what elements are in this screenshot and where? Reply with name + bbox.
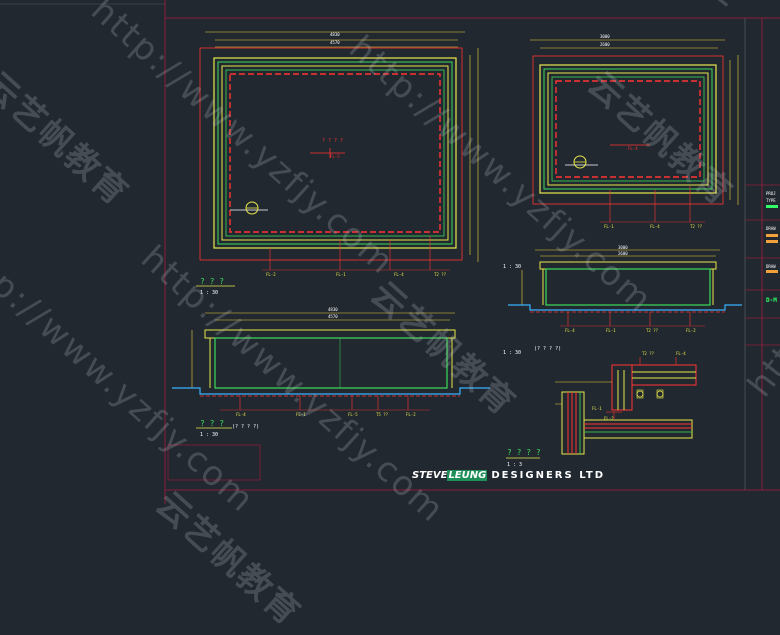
title-block: PROJ TYPE DRAW DRAW D-M <box>745 184 780 346</box>
callout-label: FL-4 <box>236 412 246 417</box>
view-scale: 1 : 30 <box>503 350 521 356</box>
dimension-label: 2600 <box>618 251 628 256</box>
callout-label: FL-4 <box>650 224 660 229</box>
callout-label: T2 ?? <box>646 328 659 333</box>
plan-center-label: ? ? ? ? <box>322 138 343 144</box>
dimension-label: 4570 <box>328 314 338 319</box>
view-scale: 1 : 3 <box>507 462 522 468</box>
callout-label: T2 ?? <box>690 224 703 229</box>
callout-label: FL-5 <box>348 412 358 417</box>
title-block-item: DRAW <box>766 226 776 231</box>
view-title: ? ? ? <box>200 419 224 428</box>
view-note: (? ? ? ?) <box>534 346 561 352</box>
view-scale: 1 : 30 <box>200 290 218 296</box>
callout-label: FL-1 <box>336 272 346 277</box>
callout-label: FL-1 <box>296 412 306 417</box>
plan-a <box>196 31 479 287</box>
title-block-item: DRAW <box>766 264 776 269</box>
view-note: (? ? ? ?) <box>232 424 259 430</box>
callout-label: FL-1 <box>592 406 602 411</box>
brand-part-2: LEUNG <box>447 470 488 481</box>
plan-b <box>530 39 739 223</box>
plan-center-tag: FL-4 <box>628 146 638 151</box>
callout-label: FL-4 <box>676 351 686 356</box>
view-title: ? ? ? <box>200 277 224 286</box>
dimension-label: 4830 <box>328 307 338 312</box>
title-block-item: TYPE <box>766 198 776 203</box>
cad-drawing-canvas: PROJ TYPE DRAW DRAW D-M <box>0 0 780 504</box>
callout-label: FL-1 <box>606 328 616 333</box>
callout-label: FL-2 <box>266 272 276 277</box>
dimension-label: 4830 <box>330 32 340 37</box>
callout-label: FL-2 <box>686 328 696 333</box>
callout-label: FL-4 <box>565 328 575 333</box>
dimension-label: 4570 <box>330 40 340 45</box>
callout-label: FL-2 <box>604 416 614 421</box>
detail-view <box>506 357 697 459</box>
callout-label: FL-2 <box>406 412 416 417</box>
brand-part-1: STEVE <box>412 470 448 481</box>
callout-label: T2 ?? <box>434 272 447 277</box>
dimension-label: 3000 <box>600 34 610 39</box>
dimension-label: 2600 <box>600 42 610 47</box>
title-block-item: D-M <box>766 297 777 304</box>
brand-part-3: DESIGNERS LTD <box>491 470 606 481</box>
section-a <box>167 312 490 481</box>
callout-label: T2 ?? <box>642 351 655 356</box>
callout-label: FL-4 <box>394 272 404 277</box>
view-title: ? ? ? ? <box>507 448 541 457</box>
view-scale: 1 : 30 <box>200 432 218 438</box>
callout-label: T5 ?? <box>376 412 389 417</box>
callout-label: FL-1 <box>604 224 614 229</box>
drawing-frame <box>0 0 780 504</box>
title-block-item: PROJ <box>766 191 776 196</box>
dimension-label: 3000 <box>618 245 628 250</box>
plan-center-tag: FL-5 <box>330 154 340 159</box>
view-scale: 1 : 30 <box>503 264 521 270</box>
section-b <box>508 249 742 327</box>
